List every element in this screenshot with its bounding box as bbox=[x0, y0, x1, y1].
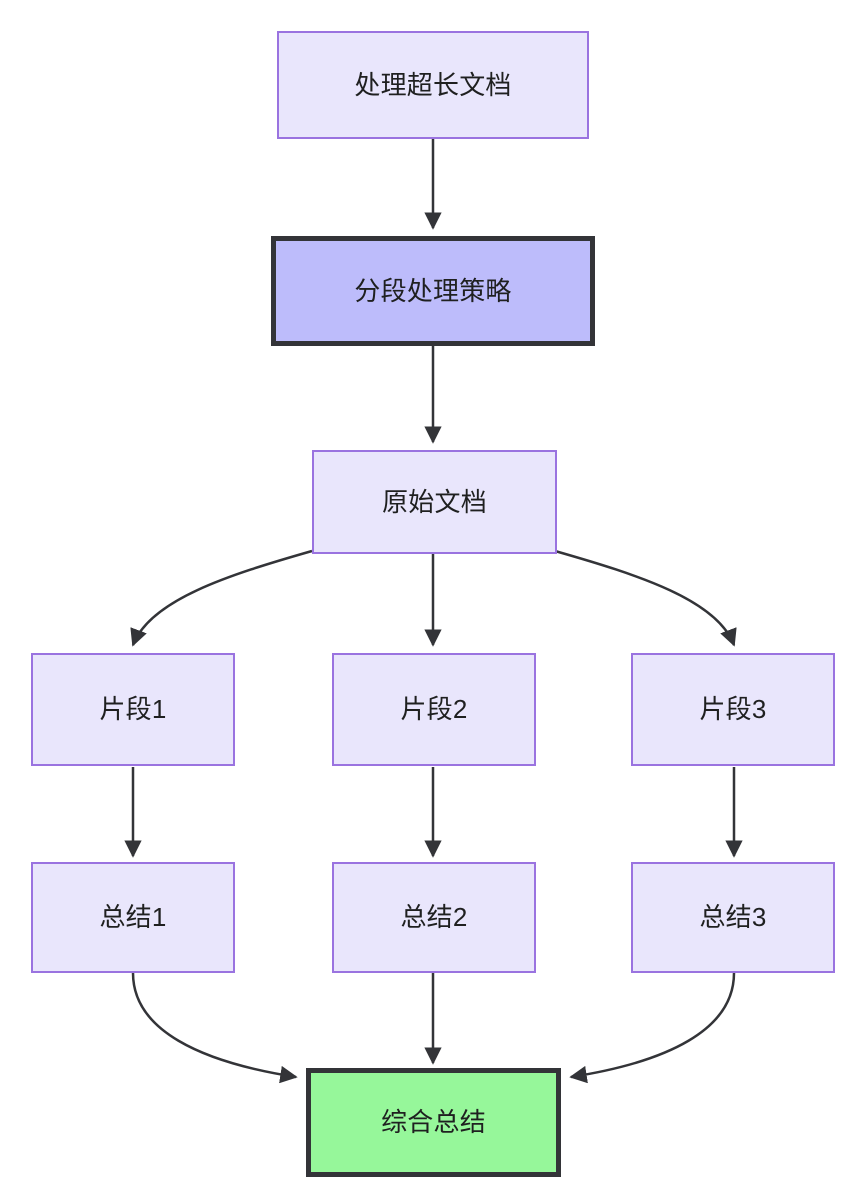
edge-source-chunk3 bbox=[554, 549, 737, 647]
node-label: 片段3 bbox=[699, 694, 767, 725]
edge-sum3-final bbox=[569, 972, 736, 1084]
node-label: 分段处理策略 bbox=[354, 275, 512, 306]
node-summary-1[interactable]: 总结1 bbox=[31, 862, 235, 973]
node-label: 总结1 bbox=[99, 902, 167, 933]
node-summary-3[interactable]: 总结3 bbox=[631, 862, 835, 973]
node-label: 总结2 bbox=[400, 902, 468, 933]
node-chunk-3[interactable]: 片段3 bbox=[631, 653, 835, 766]
node-label: 综合总结 bbox=[381, 1107, 486, 1138]
node-source-document[interactable]: 原始文档 bbox=[312, 450, 557, 554]
node-label: 总结3 bbox=[699, 902, 767, 933]
node-chunking-strategy[interactable]: 分段处理策略 bbox=[271, 236, 595, 346]
node-final-summary[interactable]: 综合总结 bbox=[306, 1068, 561, 1177]
node-label: 原始文档 bbox=[382, 486, 487, 517]
node-chunk-2[interactable]: 片段2 bbox=[332, 653, 536, 766]
edge-source-chunk1 bbox=[130, 549, 313, 647]
node-summary-2[interactable]: 总结2 bbox=[332, 862, 536, 973]
node-label: 处理超长文档 bbox=[354, 69, 512, 100]
edge-sum1-final bbox=[131, 972, 298, 1084]
node-process-long-document[interactable]: 处理超长文档 bbox=[277, 31, 589, 139]
node-chunk-1[interactable]: 片段1 bbox=[31, 653, 235, 766]
node-label: 片段1 bbox=[99, 694, 167, 725]
node-label: 片段2 bbox=[400, 694, 468, 725]
